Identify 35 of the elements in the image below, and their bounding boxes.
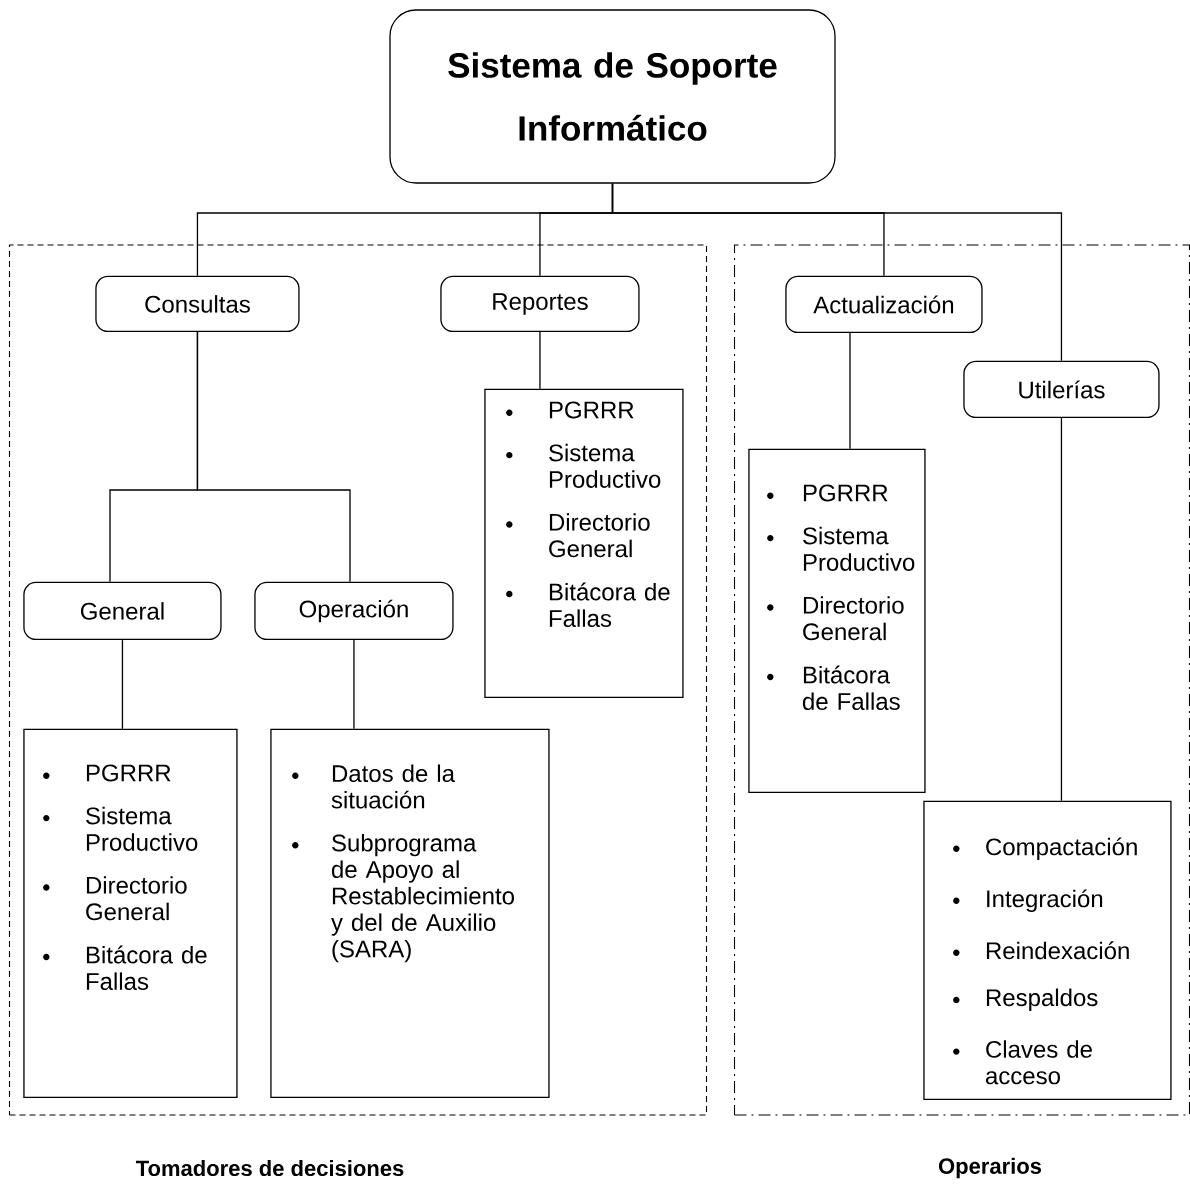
- list-item: Directorio General: [43, 876, 187, 921]
- connector-line: [849, 332, 851, 450]
- list-item: Integración: [953, 889, 1103, 913]
- rounded-box: Utilerías: [963, 360, 1160, 419]
- rounded-box: Consultas: [95, 275, 300, 333]
- list-item: Respaldos: [953, 988, 1098, 1011]
- list-item: Bitácora de Fallas: [43, 945, 207, 990]
- rounded-box: General: [23, 581, 222, 641]
- list-item: Sistema Productivo: [43, 806, 198, 851]
- list-item: Bitácora de Fallas: [767, 665, 900, 710]
- connector-line: [196, 331, 351, 583]
- connector-line: [121, 639, 124, 730]
- list-item: Sistema Productivo: [506, 443, 661, 488]
- list-item: PGRRR: [43, 764, 171, 782]
- list-item: Datos de la situación: [292, 764, 455, 809]
- connector-line: [539, 331, 541, 390]
- list-item: PGRRR: [767, 484, 888, 502]
- rounded-box: Reportes: [440, 275, 640, 333]
- list-item: Directorio General: [767, 596, 904, 641]
- list-item: Subprograma de Apoyo al Restablecimiento y del de Auxilio (SARA): [292, 833, 514, 963]
- list-item: Directorio General: [506, 513, 650, 558]
- title-box: Sistema de Soporte Informático: [389, 9, 836, 184]
- connector-line: [353, 639, 355, 730]
- list-item: Sistema Productivo: [767, 526, 915, 571]
- list-item: Compactación: [953, 837, 1137, 861]
- rounded-box: Operación: [254, 581, 454, 641]
- list-item: Bitácora de Fallas: [506, 582, 670, 627]
- list-item: PGRRR: [506, 401, 634, 419]
- rounded-box: Actualización: [785, 275, 983, 334]
- group-label: Tomadores de decisiones: [135, 1159, 404, 1177]
- list-item: Claves de acceso: [953, 1040, 1092, 1085]
- connector-line: [611, 183, 1063, 362]
- list-item: Reindexación: [953, 941, 1129, 960]
- connector-line: [1060, 417, 1063, 802]
- group-label: Operarios: [938, 1157, 1042, 1179]
